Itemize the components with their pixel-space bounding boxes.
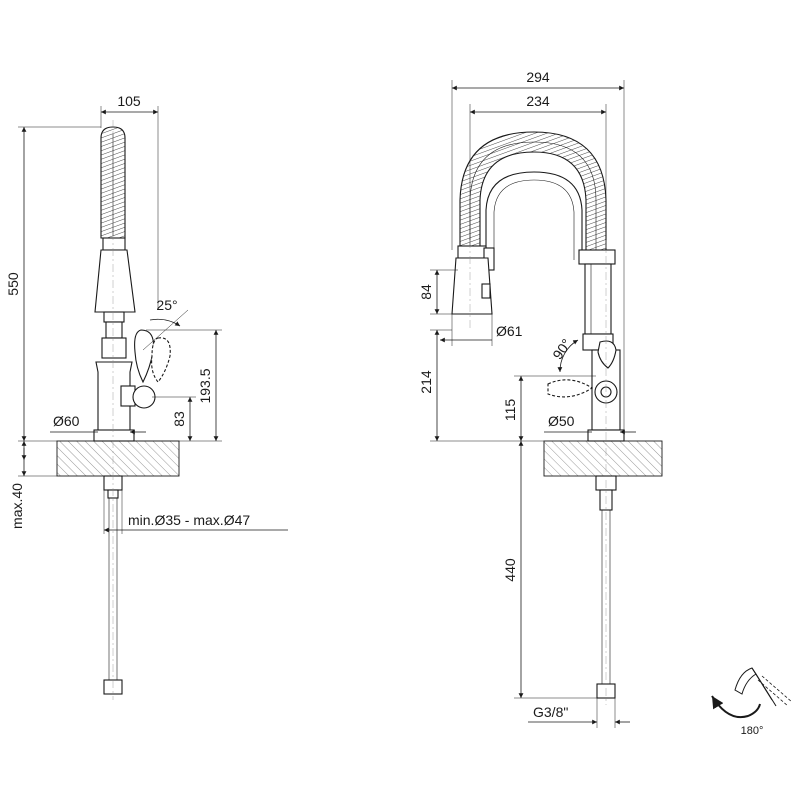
dim-width-outer: 294 <box>526 69 550 85</box>
dim-hose-length: 440 <box>502 558 518 582</box>
right-spring-arc <box>459 131 607 260</box>
left-lever <box>134 329 171 384</box>
right-riser <box>578 249 616 351</box>
left-view: 105 550 25° 193.5 83 Ø60 max.40 min.Ø35 <box>5 93 288 700</box>
left-spray-head <box>94 237 136 359</box>
dim-height-body-right: 115 <box>502 399 518 422</box>
dim-angle-right: 90° <box>549 336 574 363</box>
dim-thread: G3/8" <box>533 704 568 720</box>
dim-height-body: 83 <box>171 411 187 427</box>
dim-diameter-base-left: Ø60 <box>53 413 80 429</box>
right-view: 294 234 84 Ø61 90° 214 115 Ø50 <box>418 69 663 728</box>
rotation-label: 180° <box>741 725 764 737</box>
countertop-section <box>56 440 180 477</box>
dim-width-top: 105 <box>117 93 141 109</box>
countertop-section-right <box>543 440 663 477</box>
right-spray-head <box>451 245 495 315</box>
rotation-arrow-icon <box>711 695 761 718</box>
dim-width-inner: 234 <box>526 93 550 109</box>
dim-spray-diameter: Ø61 <box>496 323 523 339</box>
dim-height-total: 550 <box>5 272 21 296</box>
dim-height-spout-base: 214 <box>418 370 434 394</box>
right-lever <box>547 340 617 398</box>
left-body <box>93 361 156 442</box>
dim-angle-left: 25° <box>156 297 177 313</box>
dim-max-thickness: max.40 <box>9 483 25 529</box>
rotation-symbol: 180° <box>711 667 793 737</box>
dim-spray-height: 84 <box>418 284 434 300</box>
dim-diameter-body: Ø50 <box>548 413 575 429</box>
dim-hole-diameter: min.Ø35 - max.Ø47 <box>128 512 250 528</box>
dim-height-lever: 193.5 <box>197 368 213 403</box>
